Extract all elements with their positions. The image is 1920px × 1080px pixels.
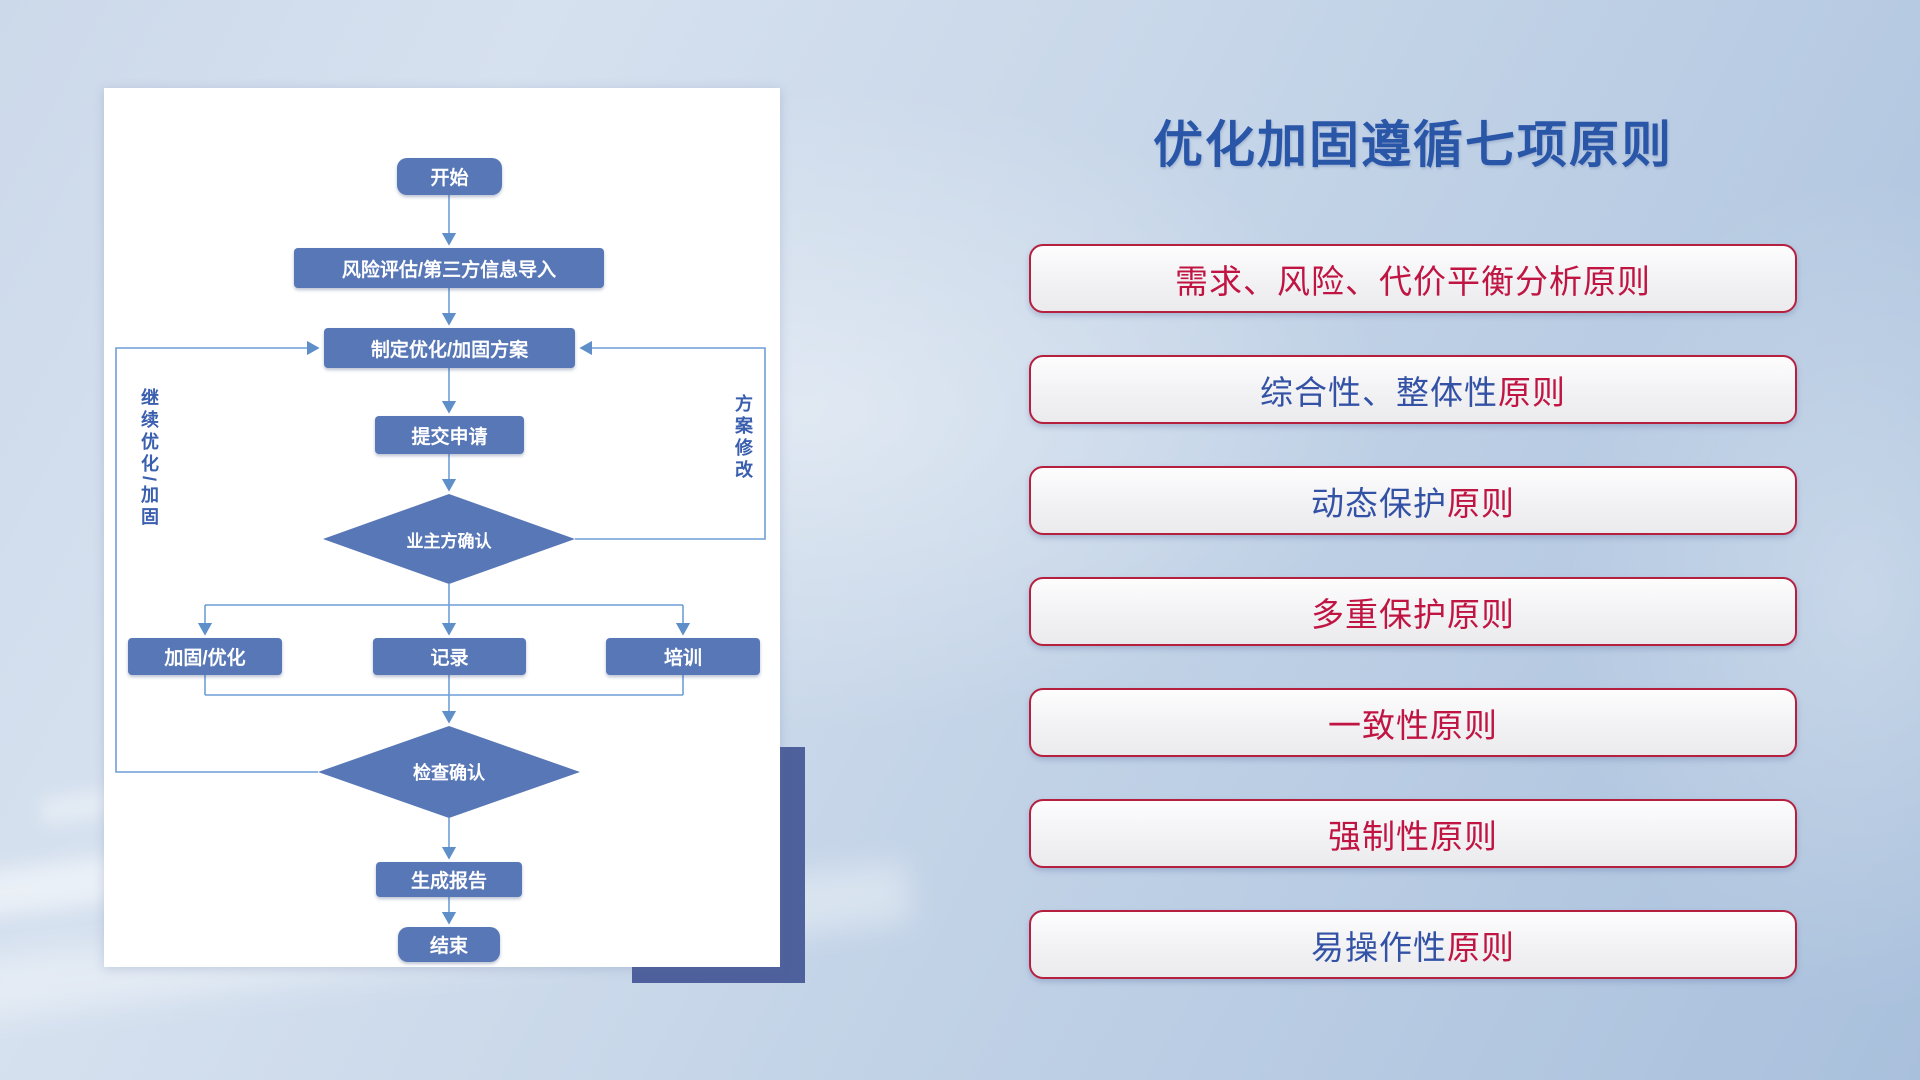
principle-text: 易操作性 [1311, 928, 1447, 966]
principle-item-7: 易操作性原则 [1029, 910, 1797, 979]
flow-node-report: 生成报告 [376, 862, 522, 897]
principle-item-2: 综合性、整体性原则 [1029, 355, 1797, 424]
flowchart-connectors [115, 195, 766, 925]
flow-node-risk-import: 风险评估/第三方信息导入 [294, 248, 604, 288]
flow-node-training: 培训 [606, 638, 760, 675]
principle-text: 多重保护原则 [1311, 595, 1515, 633]
flow-node-start: 开始 [397, 158, 502, 195]
flow-node-make-plan: 制定优化/加固方案 [324, 328, 575, 368]
principle-text: 强制性原则 [1328, 817, 1498, 855]
flow-node-record: 记录 [373, 638, 526, 675]
flow-label-plan-modify: 方案修改 [733, 394, 753, 482]
flow-node-end: 结束 [398, 927, 500, 962]
principle-item-6: 强制性原则 [1029, 799, 1797, 868]
principle-item-3: 动态保护原则 [1029, 466, 1797, 535]
principle-text: 原则 [1447, 484, 1515, 522]
principle-item-5: 一致性原则 [1029, 688, 1797, 757]
principle-text: 综合性、整体性 [1260, 373, 1498, 411]
principle-item-1: 需求、风险、代价平衡分析原则 [1029, 244, 1797, 313]
principle-item-4: 多重保护原则 [1029, 577, 1797, 646]
flow-label-continue-optimize: 继续优化/加固 [139, 388, 159, 530]
flow-node-submit: 提交申请 [375, 416, 524, 454]
principle-text: 原则 [1498, 373, 1566, 411]
principle-text: 一致性原则 [1328, 706, 1498, 744]
flowchart-card: 开始 风险评估/第三方信息导入 制定优化/加固方案 提交申请 业主方确认 加固/… [104, 88, 780, 967]
principle-text: 动态保护 [1311, 484, 1447, 522]
principle-text: 需求、风险、代价平衡分析原则 [1175, 262, 1651, 300]
principle-text: 原则 [1447, 928, 1515, 966]
page-title: 优化加固遵循七项原则 [1153, 117, 1673, 173]
principles-list: 需求、风险、代价平衡分析原则 综合性、整体性原则 动态保护原则 多重保护原则 一… [1029, 244, 1797, 1021]
flow-node-harden: 加固/优化 [128, 638, 282, 675]
